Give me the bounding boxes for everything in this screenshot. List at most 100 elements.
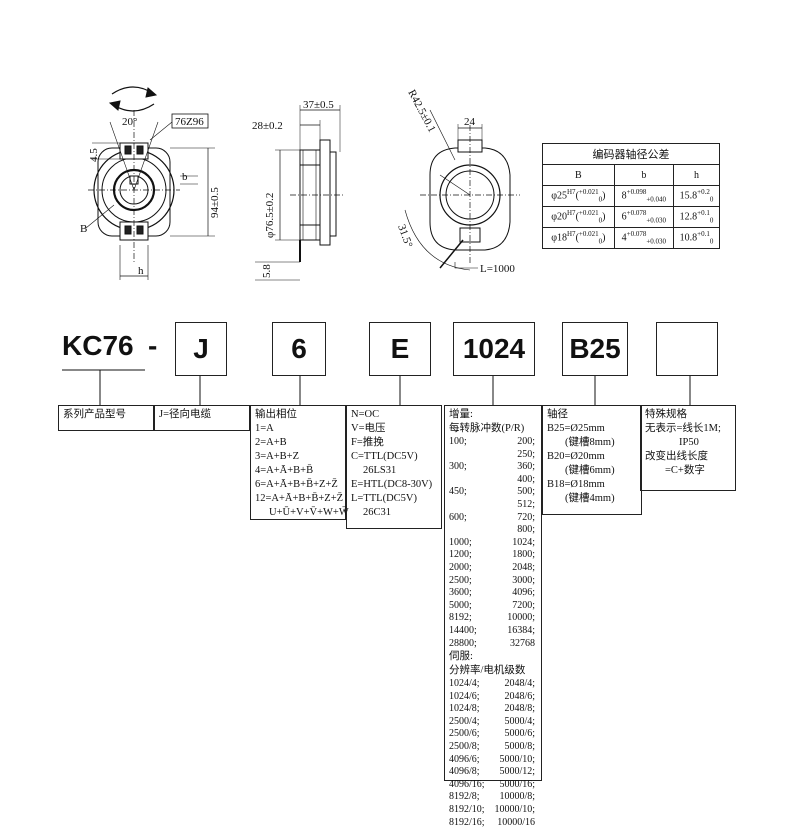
cell-b-lo: +0.030 (646, 216, 667, 225)
header-h: h (673, 164, 720, 186)
desc-phase-line: 12=A+Ā+B+B̄+Z+Z̄ (255, 493, 344, 504)
desc-special: 特殊规格 无表示=线长1M; IP50 改变出线长度 =C+数字 (640, 405, 736, 491)
desc-phase-line: U+Ū+V+V̄+W+W̄ (269, 507, 349, 518)
tolerance-table: 编码器轴径公差 B b h φ25H7(+0.0210) 8+0.098+0.0… (542, 143, 720, 249)
desc-phase-line: 2=A+B (255, 437, 287, 448)
list-item: 1800; (512, 549, 535, 561)
list-item: 16384; (507, 624, 535, 636)
code-box-pulses: 1024 (453, 322, 535, 376)
desc-phase-line: 4=A+Ā+B+B̄ (255, 465, 314, 476)
cell-b-lo: +0.030 (646, 237, 667, 246)
technical-drawing: 20° 76Z96 4.5 94±0.5 b h B 28±0.2 37±0.5… (62, 86, 691, 405)
list-item: 14400; (449, 624, 477, 636)
desc-output-line: E=HTL(DC8-30V) (351, 479, 433, 490)
desc-pulses-subtitle: 每转脉冲数(P/R) (449, 423, 525, 434)
list-item: 300; (449, 461, 467, 473)
cell-B-fit: H7 (567, 188, 576, 197)
desc-shaft-title: 轴径 (547, 409, 568, 420)
list-item: 1200; (449, 549, 472, 561)
list-item: 2500/8; (449, 741, 480, 753)
model-tag-label: 76Z96 (175, 116, 204, 128)
code-box-phase: 6 (272, 322, 326, 376)
list-item: 1024/6; (449, 690, 480, 702)
desc-shaft-line: B25=Ø25mm (547, 423, 605, 434)
cell-h-lo: 0 (709, 216, 714, 225)
dim-28: 28±0.2 (252, 120, 283, 132)
list-item: 1024/8; (449, 703, 480, 715)
cell-B: φ20 (551, 211, 567, 223)
desc-servo-subtitle: 分辨率/电机级数 (449, 665, 526, 677)
list-item: 4096; (512, 587, 535, 599)
desc-pulses: 增量: 每转脉冲数(P/R) 100;200; 250; 300;360; 40… (444, 405, 542, 828)
table-row: φ20H7(+0.0210) 6+0.078+0.030 12.8+0.10 (542, 206, 720, 228)
cell-h-up: +0.1 (697, 209, 710, 218)
model-prefix: KC76 (62, 330, 134, 361)
list-item: 8192/16; (449, 816, 485, 828)
list-item: 1000; (449, 536, 472, 548)
code-box-shaft: B25 (562, 322, 628, 376)
desc-cable: J=径向电缆 (154, 405, 250, 431)
header-B: B (542, 164, 615, 186)
cell-B-fit: H7 (567, 230, 576, 239)
cell-B-up: +0.021 (578, 230, 599, 239)
list-item: 10000/8; (499, 791, 535, 803)
list-item: 5000/12; (499, 766, 535, 778)
list-item: 2048/6; (504, 690, 535, 702)
cell-b: 8 (621, 190, 627, 202)
list-item: 4096/16; (449, 778, 485, 790)
dim-h: h (138, 265, 144, 277)
list-item: 5000/8; (504, 741, 535, 753)
list-item: 8192/10; (449, 804, 485, 816)
list-item: 8192; (449, 612, 472, 624)
desc-shaft-line: B20=Ø20mm (547, 451, 605, 462)
list-item: 4096/6; (449, 753, 480, 765)
cell-B: φ18 (551, 232, 567, 244)
cell-B-fit: H7 (567, 209, 576, 218)
code-box-output: E (369, 322, 431, 376)
desc-special-title: 特殊规格 (645, 409, 687, 420)
list-item: 2500/6; (449, 728, 480, 740)
list-item: 720; (517, 511, 535, 523)
desc-special-line: 无表示=线长1M; (645, 423, 721, 434)
cell-h-lo: 0 (709, 237, 714, 246)
cell-h: 10.8 (679, 232, 698, 244)
desc-shaft-line: B18=Ø18mm (547, 479, 605, 490)
list-item: 360; (517, 461, 535, 473)
list-item: 1024; (512, 536, 535, 548)
dim-76-5: φ76.5±0.2 (264, 193, 276, 238)
cell-b-lo: +0.040 (646, 195, 667, 204)
list-item: 2048/4; (504, 678, 535, 690)
cell-B-lo: 0 (598, 237, 603, 246)
desc-output-line: L=TTL(DC5V) (351, 493, 417, 504)
list-item: 3600; (449, 587, 472, 599)
dim-4-5: 4.5 (88, 148, 100, 162)
list-item: 3000; (512, 574, 535, 586)
list-item: 500; (517, 486, 535, 498)
desc-phase-line: 6=A+Ā+B+B̄+Z+Z̄ (255, 479, 338, 490)
angle-label: 20° (122, 116, 137, 128)
cell-h-up: +0.1 (697, 230, 710, 239)
side-view (255, 105, 345, 281)
pulse-list: 100;200; 250; 300;360; 400; 450;500; 512… (449, 436, 535, 650)
list-item: 8192/8; (449, 791, 480, 803)
cell-b-up: +0.078 (626, 230, 647, 239)
desc-output-line: N=OC (351, 409, 380, 420)
cell-B-lo: 0 (598, 195, 603, 204)
list-item: 250; (517, 448, 535, 460)
front-view (85, 86, 215, 280)
dim-94: 94±0.5 (209, 187, 221, 218)
cell-b: 4 (621, 232, 627, 244)
code-box-special (656, 322, 718, 376)
cell-B-up: +0.021 (578, 209, 599, 218)
rear-view (404, 109, 520, 271)
list-item: 10000/16 (497, 816, 535, 828)
desc-output-line: 26LS31 (363, 465, 397, 476)
list-item: 450; (449, 486, 467, 498)
list-item: 2500; (449, 574, 472, 586)
table-row: φ25H7(+0.0210) 8+0.098+0.040 15.8+0.20 (542, 185, 720, 207)
list-item: 5000/6; (504, 728, 535, 740)
desc-shaft-line: (键槽4mm) (565, 493, 615, 504)
desc-output-line: F=推挽 (351, 437, 384, 448)
dim-b: b (182, 171, 188, 183)
connector-lines (62, 369, 691, 405)
